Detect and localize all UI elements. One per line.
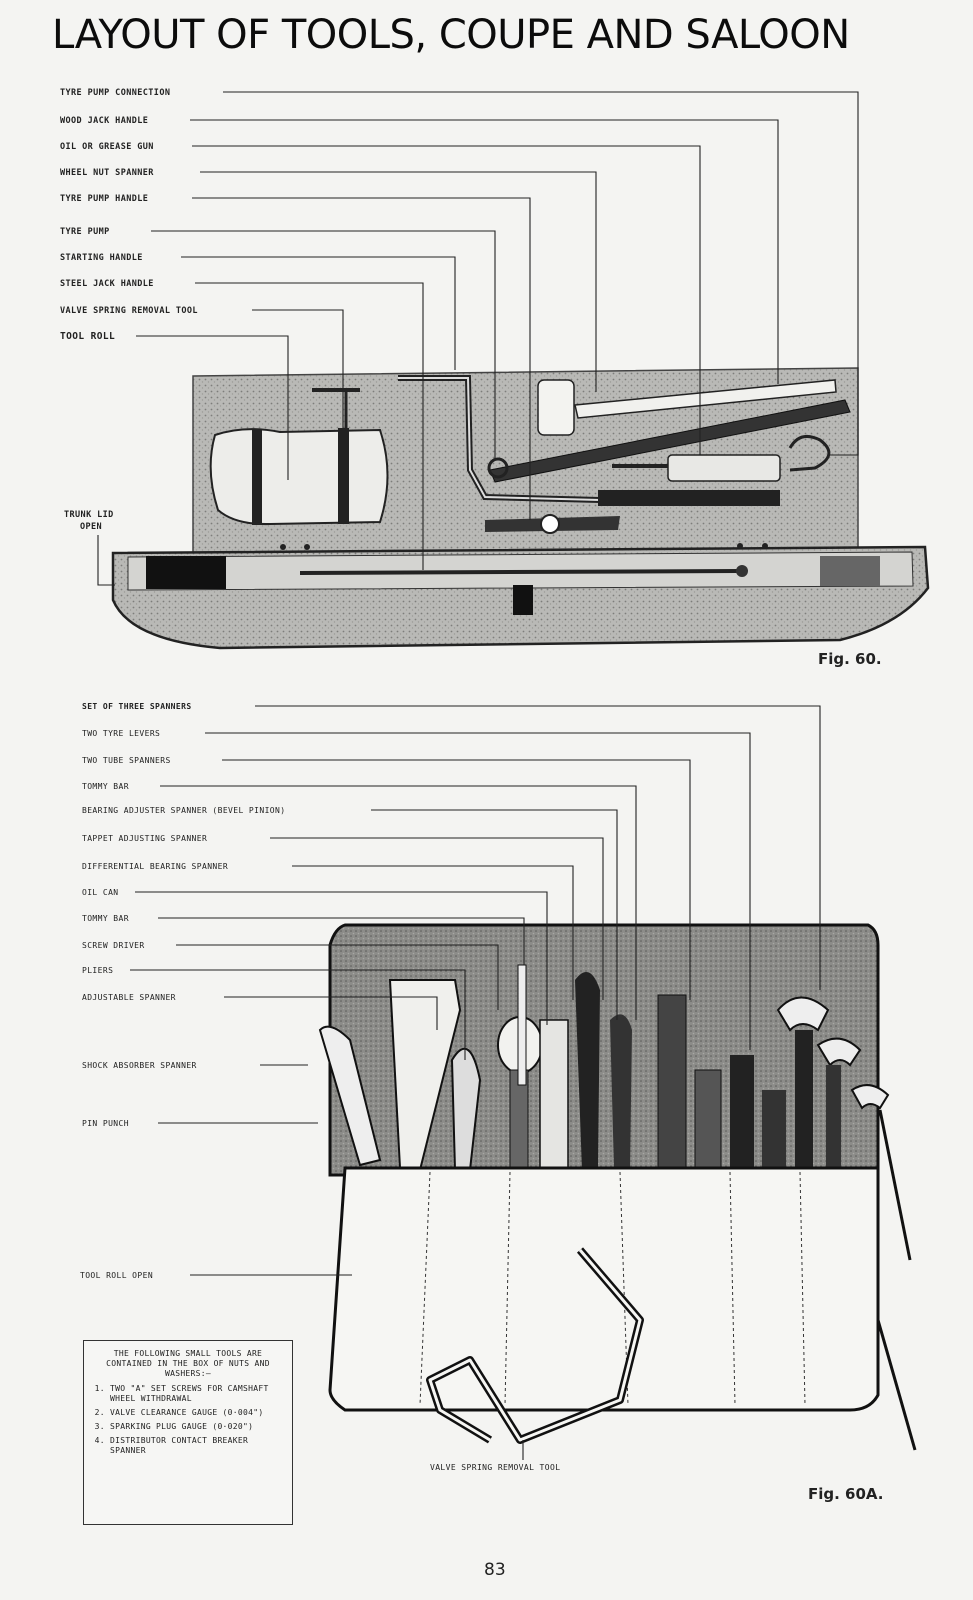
label-shock-absorber-spanner: SHOCK ABSORBER SPANNER — [82, 1061, 197, 1070]
label-screw-driver: SCREW DRIVER — [82, 941, 145, 950]
note-item: DISTRIBUTOR CONTACT BREAKER SPANNER — [110, 1436, 284, 1456]
label-tommy-bar-2: TOMMY BAR — [82, 914, 129, 923]
label-starting-handle: STARTING HANDLE — [60, 253, 143, 263]
label-oil-can: OIL CAN — [82, 888, 119, 897]
label-differential-bearing-spanner: DIFFERENTIAL BEARING SPANNER — [82, 862, 229, 871]
label-tappet-adjusting-spanner: TAPPET ADJUSTING SPANNER — [82, 834, 208, 843]
label-oil-grease-gun: OIL OR GREASE GUN — [60, 142, 154, 152]
label-trunk-open: OPEN — [80, 522, 103, 532]
label-pliers: PLIERS — [82, 966, 114, 975]
label-valve-spring-removal-tool: VALVE SPRING REMOVAL TOOL — [60, 306, 198, 316]
note-item: SPARKING PLUG GAUGE (0·020") — [110, 1422, 284, 1432]
fig60-leader-lines — [97, 91, 859, 586]
page-title: LAYOUT OF TOOLS, COUPE AND SALOON — [52, 12, 850, 58]
label-tool-roll-open: TOOL ROLL OPEN — [80, 1271, 154, 1280]
fig60-caption: Fig. 60. — [818, 650, 882, 668]
label-tyre-pump: TYRE PUMP — [60, 227, 110, 237]
label-tommy-bar-1: TOMMY BAR — [82, 782, 129, 791]
label-tyre-pump-handle: TYRE PUMP HANDLE — [60, 194, 149, 204]
note-item: VALVE CLEARANCE GAUGE (0·004") — [110, 1408, 284, 1418]
note-list: TWO "A" SET SCREWS FOR CAMSHAFT WHEEL WI… — [92, 1384, 284, 1456]
page-number: 83 — [484, 1560, 506, 1580]
label-wood-jack-handle: WOOD JACK HANDLE — [60, 116, 149, 126]
label-bearing-adjuster-spanner: BEARING ADJUSTER SPANNER (BEVEL PINION) — [82, 806, 286, 815]
note-intro: THE FOLLOWING SMALL TOOLS ARE CONTAINED … — [106, 1349, 270, 1378]
note-item: TWO "A" SET SCREWS FOR CAMSHAFT WHEEL WI… — [110, 1384, 284, 1404]
label-set-of-three-spanners: SET OF THREE SPANNERS — [82, 702, 192, 711]
label-pin-punch: PIN PUNCH — [82, 1119, 129, 1128]
label-tyre-pump-connection: TYRE PUMP CONNECTION — [60, 88, 171, 98]
small-tools-note: THE FOLLOWING SMALL TOOLS ARE CONTAINED … — [83, 1340, 293, 1525]
label-adjustable-spanner: ADJUSTABLE SPANNER — [82, 993, 176, 1002]
label-wheel-nut-spanner: WHEEL NUT SPANNER — [60, 168, 154, 178]
label-valve-spring-removal-tool-2: VALVE SPRING REMOVAL TOOL — [430, 1463, 561, 1472]
tool-roll-illustration — [318, 923, 917, 1451]
label-trunk-lid: TRUNK LID — [64, 510, 114, 520]
label-two-tyre-levers: TWO TYRE LEVERS — [82, 729, 161, 738]
label-tool-roll: TOOL ROLL — [60, 331, 116, 342]
label-two-tube-spanners: TWO TUBE SPANNERS — [82, 756, 171, 765]
trunk-lid-illustration — [111, 367, 930, 650]
label-steel-jack-handle: STEEL JACK HANDLE — [60, 279, 154, 289]
fig60a-leader-lines — [130, 705, 821, 1460]
fig60a-caption: Fig. 60A. — [808, 1485, 884, 1503]
